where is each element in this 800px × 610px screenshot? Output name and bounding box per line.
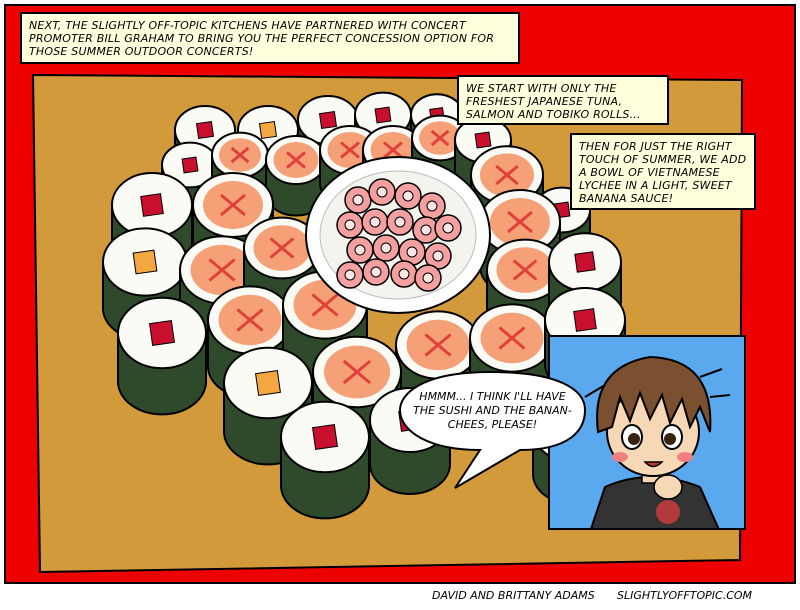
sushi-roll — [117, 296, 207, 416]
rolls-caption-text: WE START WITH ONLY THE FRESHEST JAPANESE… — [466, 82, 641, 121]
intro-caption-text: NEXT, THE SLIGHTLY OFF-TOPIC KITCHENS HA… — [29, 19, 495, 58]
speech-bubble-text: HMMM... I THINK I'LL HAVE THE SUSHI AND … — [413, 390, 572, 431]
lychee-pile — [336, 178, 462, 292]
site-credit: SLIGHTLYOFFTOPIC.COM — [617, 589, 753, 602]
character-portrait — [548, 335, 746, 530]
sushi-roll — [265, 135, 327, 217]
rolls-caption: WE START WITH ONLY THE FRESHEST JAPANESE… — [457, 75, 669, 125]
author-credit: DAVID AND BRITTANY ADAMS — [432, 589, 595, 602]
lychee-caption-text: THEN FOR JUST THE RIGHT TOUCH OF SUMMER,… — [579, 140, 747, 205]
character-illustration — [584, 355, 731, 528]
lychee-bowl — [305, 156, 491, 314]
lychee-caption: THEN FOR JUST THE RIGHT TOUCH OF SUMMER,… — [570, 133, 756, 210]
intro-caption: NEXT, THE SLIGHTLY OFF-TOPIC KITCHENS HA… — [20, 12, 520, 64]
sushi-roll — [280, 400, 370, 520]
